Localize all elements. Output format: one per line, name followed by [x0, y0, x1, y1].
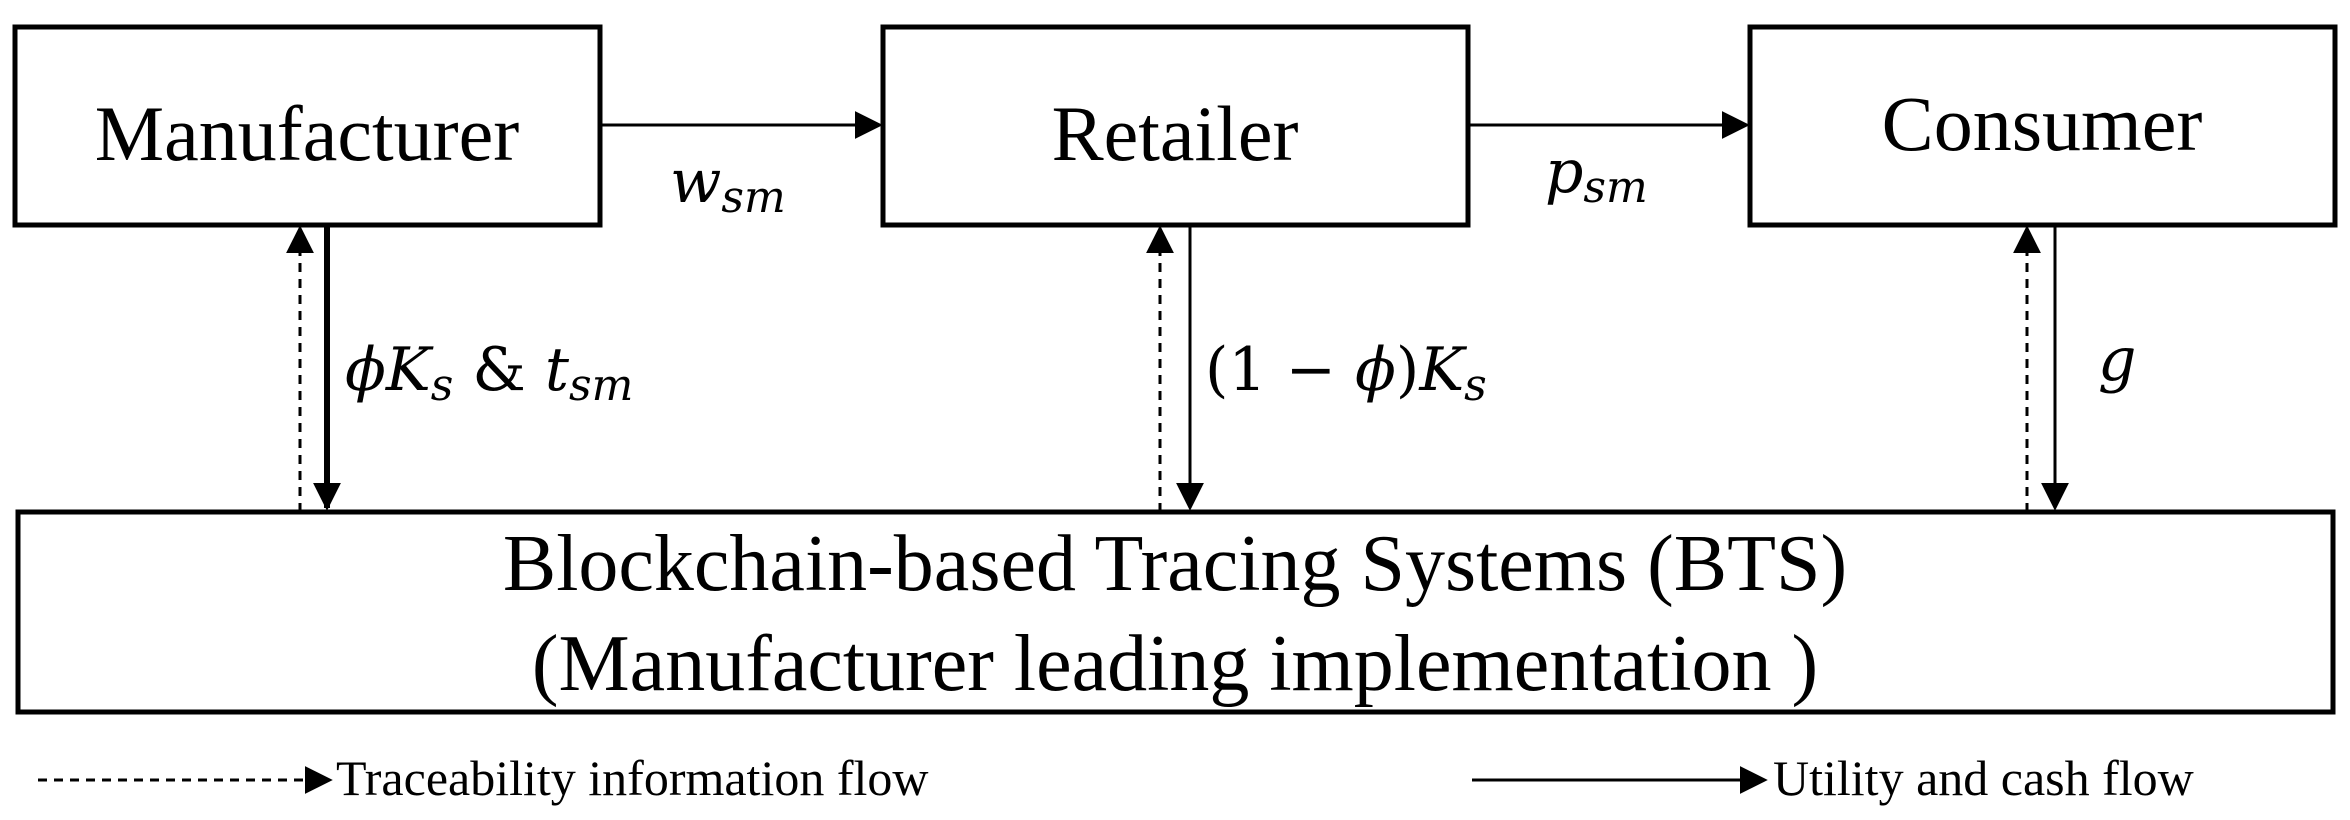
- legend-utility-label: Utility and cash flow: [1773, 750, 2194, 806]
- consumer-label: Consumer: [1882, 80, 2203, 167]
- edge-label-wholesale-price: wsm: [670, 147, 786, 223]
- manufacturer-label: Manufacturer: [95, 90, 519, 177]
- retailer-label: Retailer: [1052, 90, 1299, 177]
- bts-label-line2: (Manufacturer leading implementation ): [532, 620, 1818, 708]
- legend: Traceability information flow Utility an…: [38, 750, 2194, 806]
- retailer-node: Retailer: [880, 24, 1471, 228]
- manufacturer-node: Manufacturer: [12, 24, 603, 228]
- legend-traceability-label: Traceability information flow: [336, 750, 928, 806]
- edge-label-retailer-cost-share: (1 − ϕ)Ks: [1205, 335, 1487, 411]
- bts-label-line1: Blockchain-based Tracing Systems (BTS): [503, 520, 1847, 608]
- edge-label-retail-price: psm: [1545, 137, 1648, 213]
- bts-node: Blockchain-based Tracing Systems (BTS) (…: [15, 509, 2336, 715]
- edge-label-consumer-utility: g: [2098, 325, 2136, 395]
- edge-label-manufacturer-cost-share: ϕKs & tsm: [345, 335, 633, 411]
- consumer-node: Consumer: [1747, 24, 2338, 228]
